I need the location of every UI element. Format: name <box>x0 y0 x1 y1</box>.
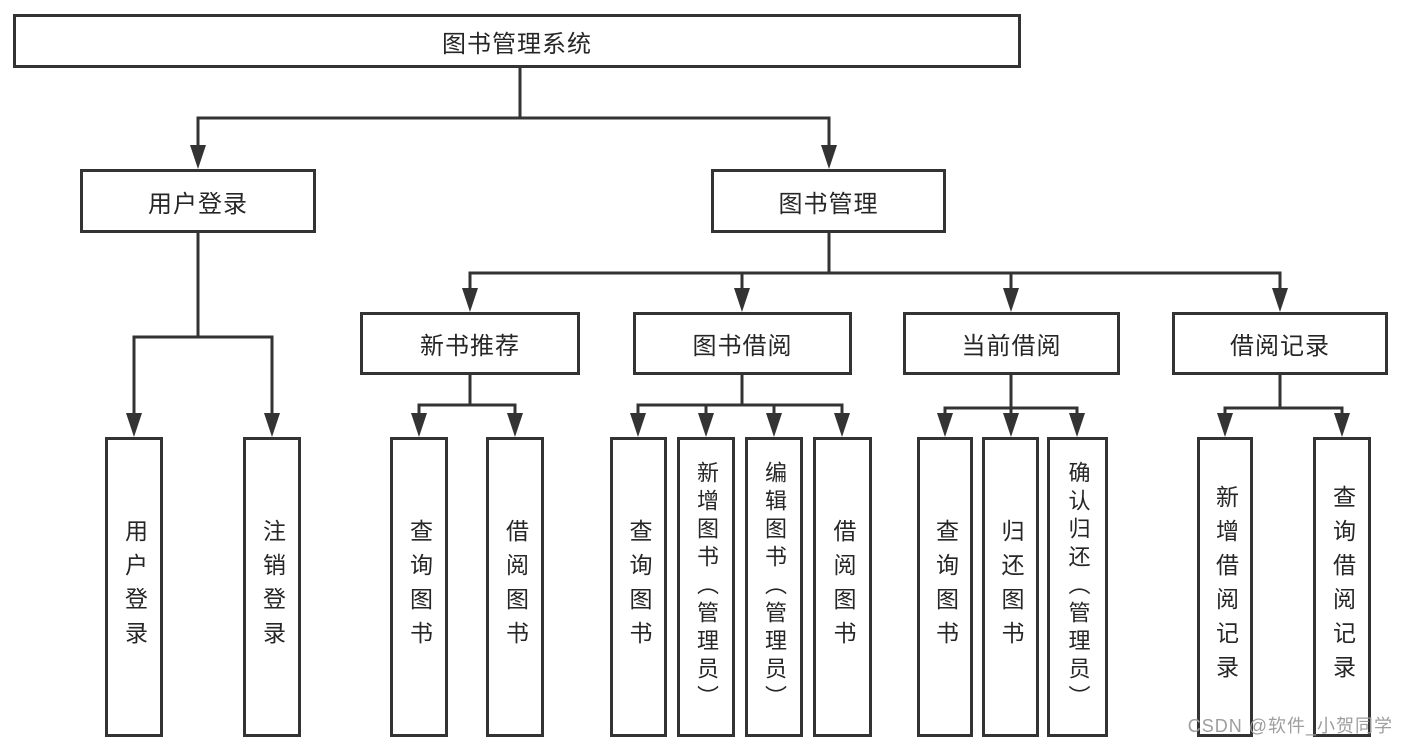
node-book-borrow: 图书借阅 <box>633 312 852 375</box>
leaf-bb-query-books: 查询图书 <box>610 437 667 737</box>
node-root-system: 图书管理系统 <box>13 14 1021 68</box>
arrowhead-icon <box>1272 288 1288 312</box>
arrowhead-icon <box>1217 413 1233 437</box>
arrowhead-icon <box>1069 413 1085 437</box>
arrowhead-icon <box>734 288 750 312</box>
connector-user-login-branch <box>132 233 274 414</box>
arrowhead-icon <box>507 413 523 437</box>
leaf-nb-query-books: 查询图书 <box>390 437 448 737</box>
leaf-label: 新增图书（管理员） <box>694 461 719 713</box>
arrowhead-icon <box>1334 413 1350 437</box>
connector-borrow-records-branch <box>1223 375 1344 415</box>
connector-current-borrow-branch <box>943 375 1079 415</box>
leaf-user-login: 用户登录 <box>105 437 163 737</box>
leaf-label: 查询图书 <box>626 519 652 655</box>
leaf-cb-return-books: 归还图书 <box>982 437 1039 737</box>
arrowhead-icon <box>1003 288 1019 312</box>
leaf-br-add-record: 新增借阅记录 <box>1197 437 1253 737</box>
arrowhead-icon <box>264 413 280 437</box>
leaf-label: 归还图书 <box>998 519 1024 655</box>
leaf-label: 编辑图书（管理员） <box>762 461 787 713</box>
node-new-book-recommend: 新书推荐 <box>360 312 580 375</box>
leaf-label: 新增借阅记录 <box>1212 485 1239 689</box>
leaf-label: 用户登录 <box>121 519 148 655</box>
leaf-nb-borrow-books: 借阅图书 <box>486 437 544 737</box>
node-borrow-records: 借阅记录 <box>1172 312 1388 375</box>
arrowhead-icon <box>821 145 837 169</box>
arrowhead-icon <box>698 413 714 437</box>
arrowhead-icon <box>411 413 427 437</box>
arrowhead-icon <box>462 288 478 312</box>
leaf-cb-confirm-return: 确认归还（管理员） <box>1047 437 1108 737</box>
arrowhead-icon <box>937 413 953 437</box>
node-book-management: 图书管理 <box>711 169 946 233</box>
arrowhead-icon <box>126 413 142 437</box>
connector-root-branch <box>196 68 831 146</box>
connector-book-borrow-branch <box>636 375 844 414</box>
node-current-borrow: 当前借阅 <box>903 312 1120 375</box>
leaf-cb-query-books: 查询图书 <box>917 437 973 737</box>
arrowhead-icon <box>766 413 782 437</box>
leaf-logout: 注销登录 <box>243 437 301 737</box>
leaf-bb-add-books: 新增图书（管理员） <box>677 437 735 737</box>
leaf-label: 查询图书 <box>932 519 959 655</box>
connector-new-book-branch <box>417 375 517 414</box>
arrowhead-icon <box>630 413 646 437</box>
leaf-label: 确认归还（管理员） <box>1065 461 1091 713</box>
leaf-br-query-record: 查询借阅记录 <box>1313 437 1371 737</box>
arrowhead-icon <box>190 145 206 169</box>
connector-book-management-branch <box>468 233 1282 289</box>
leaf-bb-borrow-books: 借阅图书 <box>813 437 872 737</box>
node-user-login: 用户登录 <box>80 169 316 233</box>
arrowhead-icon <box>834 413 850 437</box>
leaf-label: 注销登录 <box>259 519 286 655</box>
leaf-label: 查询图书 <box>406 519 433 655</box>
csdn-watermark: CSDN @软件_小贺同学 <box>1187 716 1393 736</box>
leaf-label: 借阅图书 <box>830 519 856 655</box>
leaf-label: 借阅图书 <box>502 519 529 655</box>
leaf-label: 查询借阅记录 <box>1329 485 1356 689</box>
arrowhead-icon <box>1003 413 1019 437</box>
leaf-bb-edit-books: 编辑图书（管理员） <box>745 437 803 737</box>
